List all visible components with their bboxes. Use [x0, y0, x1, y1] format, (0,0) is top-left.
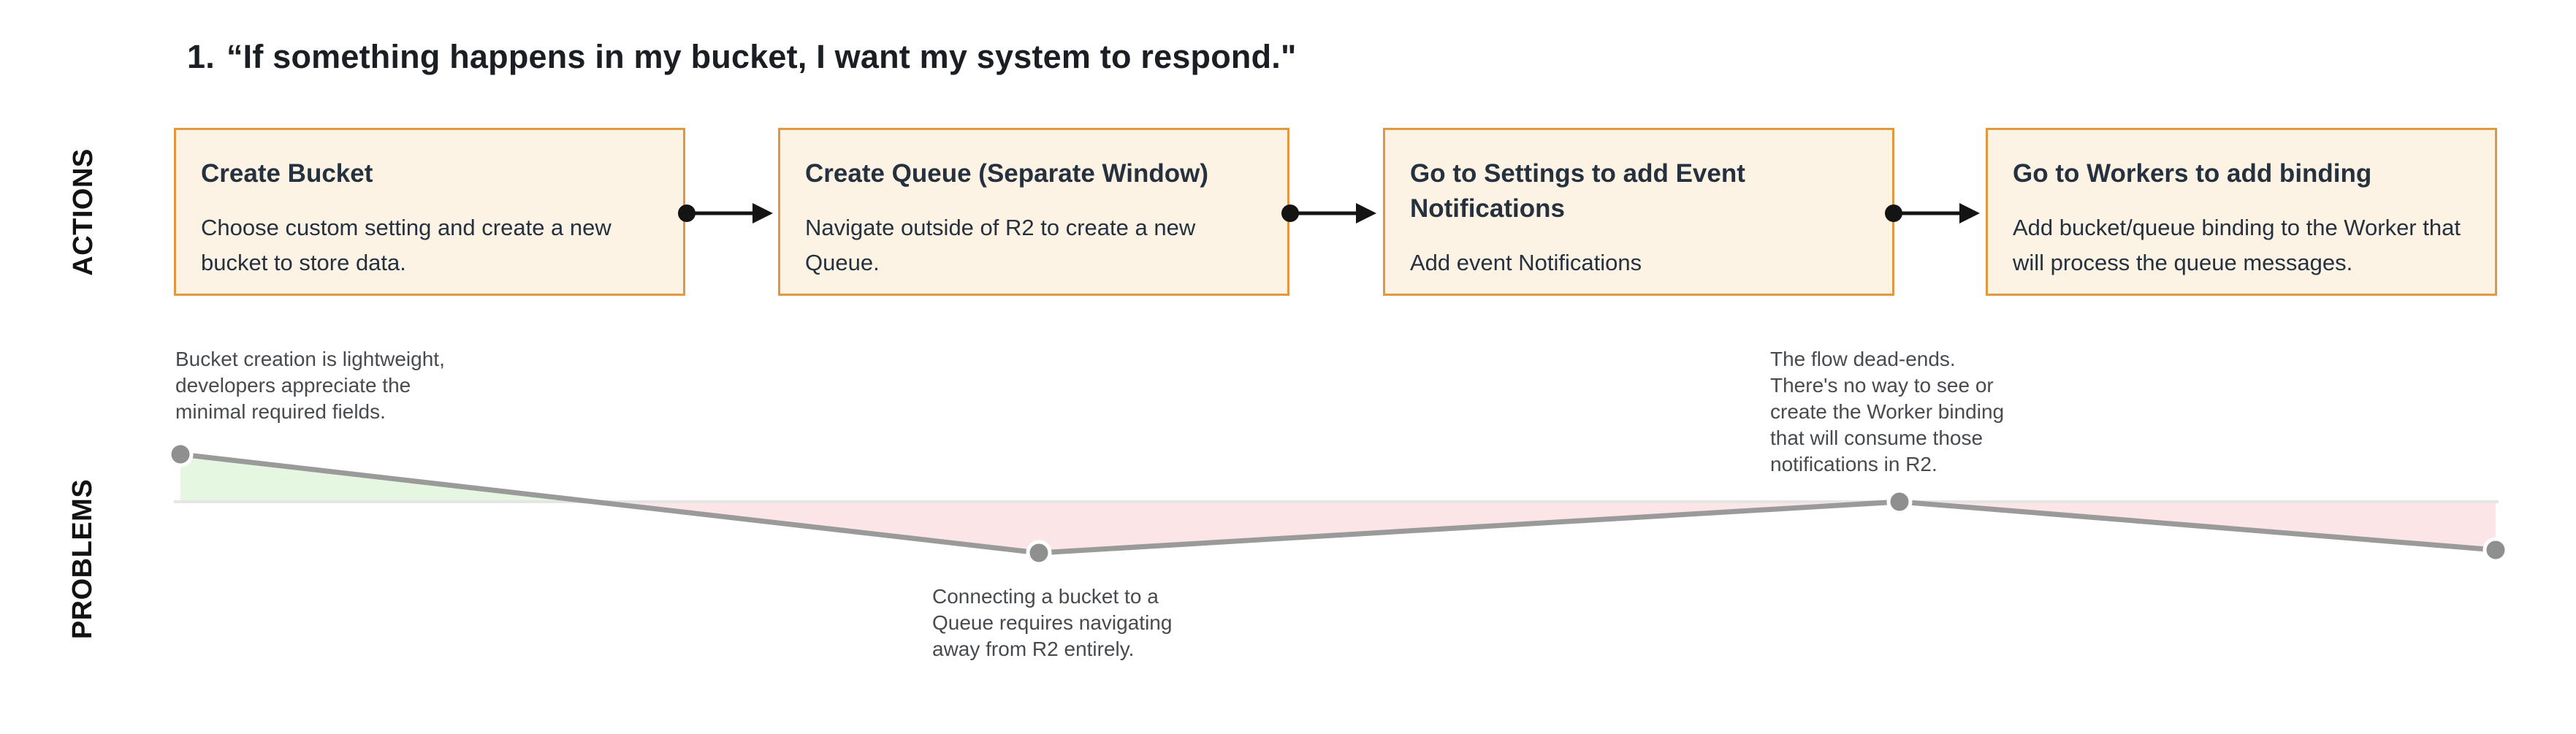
action-box-event-notifications[interactable]: Go to Settings to add Event Notification… [1383, 128, 1894, 296]
sentiment-dot-step1[interactable] [167, 441, 194, 467]
action-box-body: Add event Notifications [1410, 250, 1642, 275]
problem-note-queue-navigation[interactable]: Connecting a bucket to a Queue requires … [932, 585, 1173, 660]
negative-sentiment-fill [594, 502, 1899, 553]
problem-note-flow-dead-ends[interactable]: The flow dead-ends. There's no way to se… [1770, 348, 2005, 475]
action-box-worker-binding[interactable]: Go to Workers to add binding Add bucket/… [1986, 128, 2497, 296]
action-box-title: Create Queue (Separate Window) [805, 159, 1209, 188]
action-box-create-bucket[interactable]: Create Bucket Choose custom setting and … [174, 128, 685, 296]
connector-2 [1281, 203, 1376, 223]
arrowhead-icon [1356, 203, 1376, 223]
problem-note-bucket-creation[interactable]: Bucket creation is lightweight, develope… [175, 348, 445, 423]
connector-1 [678, 203, 773, 223]
action-box-title: Go to Settings to add Event Notification… [1410, 159, 1745, 223]
sentiment-line [178, 451, 2499, 556]
action-box-body: Navigate outside of R2 to create a new Q… [805, 215, 1196, 275]
title-number: 1. [187, 38, 215, 75]
action-box-body: Add bucket/queue binding to the Worker t… [2013, 215, 2461, 275]
title-text: “If something happens in my bucket, I wa… [226, 38, 1297, 75]
arrowhead-icon [752, 203, 773, 223]
action-box-body: Choose custom setting and create a new b… [201, 215, 611, 275]
action-box-title: Go to Workers to add binding [2013, 159, 2372, 188]
action-box-title: Create Bucket [201, 159, 373, 188]
sentiment-dot-step2[interactable] [1026, 540, 1052, 566]
connector-3 [1885, 203, 1980, 223]
page-title: 1. “If something happens in my bucket, I… [187, 38, 1297, 76]
sentiment-dot-step3[interactable] [1886, 489, 1913, 515]
sentiment-dot-step4[interactable] [2482, 537, 2509, 563]
arrowhead-icon [1959, 203, 1980, 223]
